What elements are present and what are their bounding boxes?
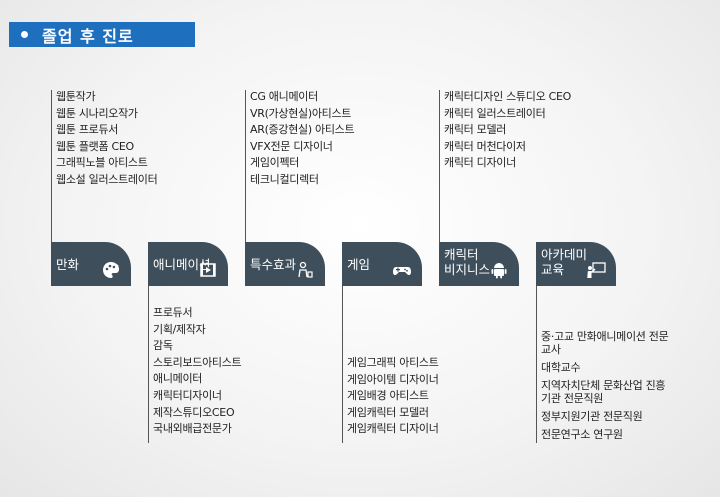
film-play-icon bbox=[200, 263, 216, 277]
palette-icon bbox=[103, 262, 119, 278]
list-item: 제작스튜디오CEO bbox=[153, 405, 235, 419]
list-item: 웹소설 일러스트레이터 bbox=[56, 172, 158, 186]
list-item: 웹툰 프로듀서 bbox=[56, 123, 119, 137]
list-item: 웹툰 시나리오작가 bbox=[56, 106, 138, 120]
page-title: 졸업 후 진로 bbox=[42, 26, 134, 46]
category-tab-academy: 아카데미 교육 bbox=[536, 242, 616, 286]
list-item: 프로듀서 bbox=[153, 306, 193, 319]
bullet-dot-icon bbox=[21, 31, 28, 38]
list-item: 게임아이템 디자이너 bbox=[347, 372, 439, 386]
list-item: 게임캐릭터 디자이너 bbox=[347, 422, 439, 436]
connector-line-vfx bbox=[245, 90, 246, 242]
list-item: 감독 bbox=[153, 339, 173, 353]
category-label: 캐릭터 비지니스 bbox=[444, 247, 490, 277]
list-item: CG 애니메이터 bbox=[250, 90, 318, 103]
list-item: 애니메이터 bbox=[153, 372, 203, 386]
category-label-line1: 아카데미 bbox=[541, 247, 588, 262]
category-tab-manhwa: 만화 bbox=[51, 242, 131, 286]
connector-line-character bbox=[439, 90, 440, 242]
list-item: 캐릭터 일러스트레이터 bbox=[444, 106, 546, 120]
career-list-game: 게임그래픽 아티스트 게임아이템 디자이너 게임배경 아티스트 게임캐릭터 모델… bbox=[347, 355, 439, 438]
list-item: 국내외배급전문가 bbox=[153, 422, 232, 436]
list-item: 캐릭터 디자이너 bbox=[444, 156, 516, 170]
list-item: 게임그래픽 아티스트 bbox=[347, 356, 439, 369]
list-item: 지역자치단체 문화산업 진흥기관 전문직원 bbox=[541, 379, 666, 405]
connector-line-academy bbox=[536, 286, 537, 443]
vr-person-icon bbox=[298, 261, 313, 278]
career-list-character: 캐릭터디자인 스튜디오 CEO 캐릭터 일러스트레이터 캐릭터 모델러 캐릭터 … bbox=[444, 89, 571, 172]
list-item: 전문연구소 연구원 bbox=[541, 428, 623, 441]
list-item: AR(증강현실) 아티스트 bbox=[250, 123, 355, 137]
android-icon bbox=[491, 263, 507, 279]
list-item: 게임배경 아티스트 bbox=[347, 389, 429, 403]
category-tab-character: 캐릭터 비지니스 bbox=[439, 242, 519, 286]
category-label: 만화 bbox=[56, 257, 80, 272]
list-item: 대학교수 bbox=[541, 361, 581, 374]
list-item: 테크니컬디렉터 bbox=[250, 172, 319, 186]
connector-line-game bbox=[342, 286, 343, 443]
list-item: 게임캐릭터 모델러 bbox=[347, 405, 429, 419]
career-list-animation: 프로듀서 기획/제작자 감독 스토리보드아티스트 애니메이터 캐릭터디자이너 제… bbox=[153, 305, 242, 438]
list-item: 캐릭터 모델러 bbox=[444, 123, 507, 137]
career-list-manhwa: 웹툰작가 웹툰 시나리오작가 웹툰 프로듀서 웹툰 플랫폼 CEO 그래픽노블 … bbox=[56, 89, 158, 189]
list-item: 정부지원기관 전문직원 bbox=[541, 410, 643, 423]
connector-line-manhwa bbox=[51, 90, 52, 242]
list-item: 웹툰작가 bbox=[56, 90, 96, 103]
list-item: 캐릭터 머천다이저 bbox=[444, 139, 526, 153]
category-label: 게임 bbox=[347, 257, 371, 272]
list-item: 캐릭터디자인 스튜디오 CEO bbox=[444, 90, 571, 103]
list-item: VR(가상현실)아티스트 bbox=[250, 106, 352, 120]
category-label: 특수효과 bbox=[250, 257, 297, 272]
category-label-line2: 비지니스 bbox=[444, 262, 491, 277]
category-label-line1: 캐릭터 bbox=[444, 247, 479, 262]
teacher-board-icon bbox=[587, 262, 606, 279]
career-list-academy: 중·고교 만화애니메이션 전문교사 대학교수 지역자치단체 문화산업 진흥기관 … bbox=[541, 330, 671, 441]
category-tab-animation: 애니메이션 bbox=[148, 242, 228, 286]
category-tab-game: 게임 bbox=[342, 242, 422, 286]
list-item: 게임이펙터 bbox=[250, 156, 300, 170]
list-item: 그래픽노블 아티스트 bbox=[56, 156, 148, 170]
section-title-bar: 졸업 후 진로 bbox=[9, 22, 195, 47]
list-item: 중·고교 만화애니메이션 전문교사 bbox=[541, 330, 669, 356]
list-item: VFX전문 디자이너 bbox=[250, 139, 333, 153]
list-item: 스토리보드아티스트 bbox=[153, 355, 242, 369]
category-tab-vfx: 특수효과 bbox=[245, 242, 325, 286]
list-item: 웹툰 플랫폼 CEO bbox=[56, 139, 134, 153]
category-label: 아카데미 교육 bbox=[541, 247, 587, 277]
connector-line-animation bbox=[148, 286, 149, 443]
category-label-line2: 교육 bbox=[541, 262, 565, 277]
category-label: 애니메이션 bbox=[153, 257, 211, 272]
career-list-vfx: CG 애니메이터 VR(가상현실)아티스트 AR(증강현실) 아티스트 VFX전… bbox=[250, 89, 355, 189]
gamepad-icon bbox=[393, 267, 411, 276]
list-item: 캐릭터디자이너 bbox=[153, 388, 222, 402]
list-item: 기획/제작자 bbox=[153, 322, 206, 336]
